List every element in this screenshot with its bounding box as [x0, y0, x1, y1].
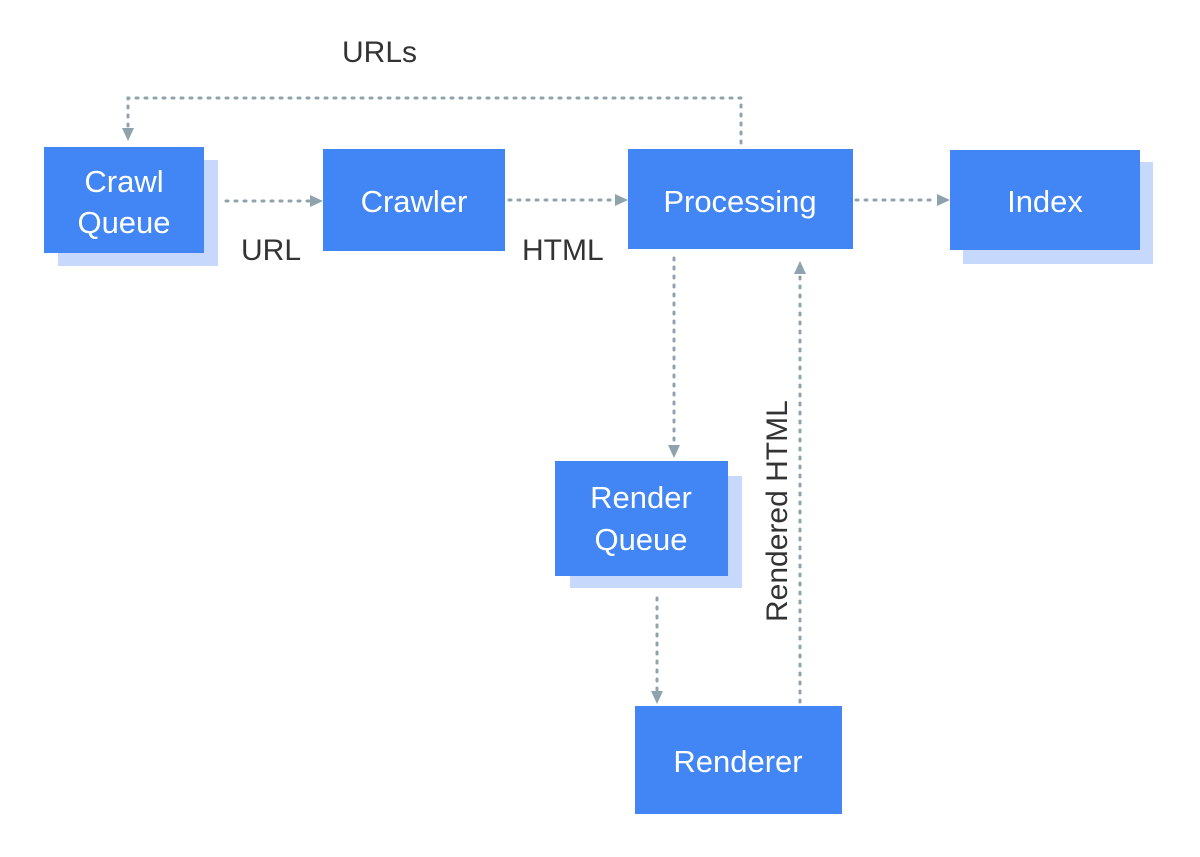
render-queue-box [555, 461, 728, 576]
render-queue-label-line1: Render [590, 480, 692, 515]
edge-renderer-to-processing [794, 261, 806, 704]
arrowhead-icon [122, 128, 134, 141]
crawler-node: Crawler [323, 149, 505, 251]
arrowhead-icon [668, 445, 680, 458]
renderer-node: Renderer [635, 706, 842, 814]
rendered-html-edge-label: Rendered HTML [761, 400, 794, 622]
index-box [950, 150, 1140, 250]
edge-crawler-to-processing [507, 194, 628, 206]
arrowhead-icon [937, 194, 950, 206]
processing-label: Processing [663, 184, 816, 219]
arrowhead-icon [794, 261, 806, 274]
crawl-queue-node: Crawl Queue [44, 147, 218, 266]
edge-crawl-queue-to-crawler [224, 195, 323, 207]
processing-node: Processing [628, 149, 853, 249]
crawler-box [323, 149, 505, 251]
renderer-box [635, 706, 842, 814]
edge-render-queue-to-renderer [651, 596, 663, 704]
index-node: Index [950, 150, 1153, 264]
render-queue-node: Render Queue [555, 461, 742, 588]
edge-processing-to-crawl-queue [122, 96, 743, 145]
urls-edge-label: URLs [342, 36, 417, 69]
arrowhead-icon [651, 691, 663, 704]
arrowhead-icon [310, 195, 323, 207]
html-edge-label: HTML [522, 234, 604, 267]
renderer-label: Renderer [673, 744, 802, 779]
crawl-queue-label-line2: Queue [77, 205, 170, 240]
render-queue-label-line2: Queue [594, 522, 687, 557]
crawl-queue-label-line1: Crawl [84, 164, 163, 199]
crawl-queue-box [44, 147, 204, 253]
index-label: Index [1007, 184, 1083, 219]
processing-box [628, 149, 853, 249]
arrowhead-icon [615, 194, 628, 206]
url-edge-label: URL [241, 234, 301, 267]
edge-processing-to-index [854, 194, 950, 206]
crawler-label: Crawler [361, 184, 468, 219]
edge-processing-to-render-queue [668, 256, 680, 458]
edge-processing-to-crawl-queue-line [126, 96, 743, 145]
